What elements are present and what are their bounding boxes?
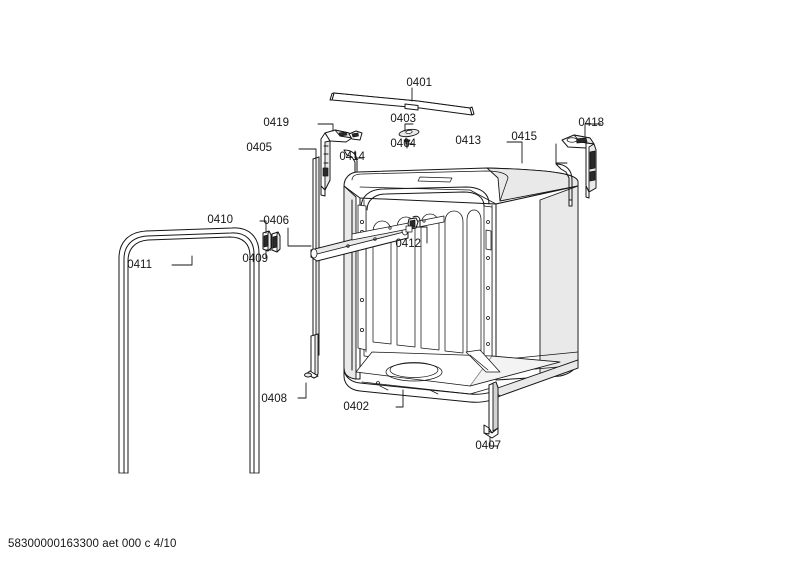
part-0415-right-hinge-arm <box>555 163 573 207</box>
part-0418-right-hinge-bracket <box>561 134 597 199</box>
part-label-0413: 0413 <box>455 135 481 147</box>
part-label-0409: 0409 <box>242 253 268 265</box>
part-label-0415: 0415 <box>511 131 537 143</box>
part-label-0407: 0407 <box>475 440 501 452</box>
part-label-0402: 0402 <box>343 401 369 413</box>
part-0410-roller-clip-upper <box>262 230 272 252</box>
leader-line-0413 <box>506 141 523 164</box>
part-label-0406: 0406 <box>263 215 289 227</box>
part-0403-washer <box>398 128 420 138</box>
leader-line-0412 <box>415 226 428 244</box>
part-0406-cross-brace <box>310 215 445 262</box>
part-0419-left-hinge-bracket <box>320 129 363 197</box>
leader-line-0409 <box>265 249 272 259</box>
part-label-0412: 0412 <box>395 238 421 250</box>
leader-line-0408 <box>297 382 307 399</box>
part-label-0408: 0408 <box>261 393 287 405</box>
part-label-0404: 0404 <box>390 138 416 150</box>
leader-line-0418 <box>584 123 602 137</box>
part-label-0419: 0419 <box>263 117 289 129</box>
leader-line-0406 <box>287 227 312 247</box>
part-label-0418: 0418 <box>578 117 604 129</box>
part-label-0405: 0405 <box>246 142 272 154</box>
leader-line-0415 <box>555 143 568 164</box>
leader-line-0403 <box>404 123 414 132</box>
part-label-0411: 0411 <box>127 259 152 271</box>
leader-line-0405 <box>298 148 317 159</box>
leader-line-0404 <box>405 137 414 145</box>
leader-line-0402 <box>395 389 404 408</box>
part-0412-hose-clip <box>405 215 421 233</box>
part-0408-left-rail-foot <box>304 333 319 379</box>
leader-lines <box>171 87 602 447</box>
part-label-0403: 0403 <box>390 113 416 125</box>
part-0407-right-foot-bracket <box>483 381 499 439</box>
part-0402-tub-base <box>343 349 579 403</box>
part-labels: 0401 0419 0403 0404 0405 0414 0413 0415 0418 0410… <box>127 77 604 452</box>
leader-line-0410 <box>259 220 267 234</box>
part-0411-door-seal-gasket <box>118 227 260 474</box>
part-label-0401: 0401 <box>406 77 432 89</box>
leader-line-0411 <box>171 255 193 266</box>
part-label-0414: 0414 <box>339 151 365 163</box>
leader-line-0419 <box>317 123 334 132</box>
part-0409-roller-clip-lower <box>271 231 281 253</box>
part-label-0410: 0410 <box>207 214 233 226</box>
part-0401-top-rail <box>329 92 475 116</box>
part-0413-tub-body <box>343 167 579 381</box>
footer-document-code: 58300000163300 aet 000 c 4/10 <box>8 538 177 550</box>
leader-line-0407 <box>489 436 499 447</box>
leader-line-0414 <box>354 150 363 159</box>
